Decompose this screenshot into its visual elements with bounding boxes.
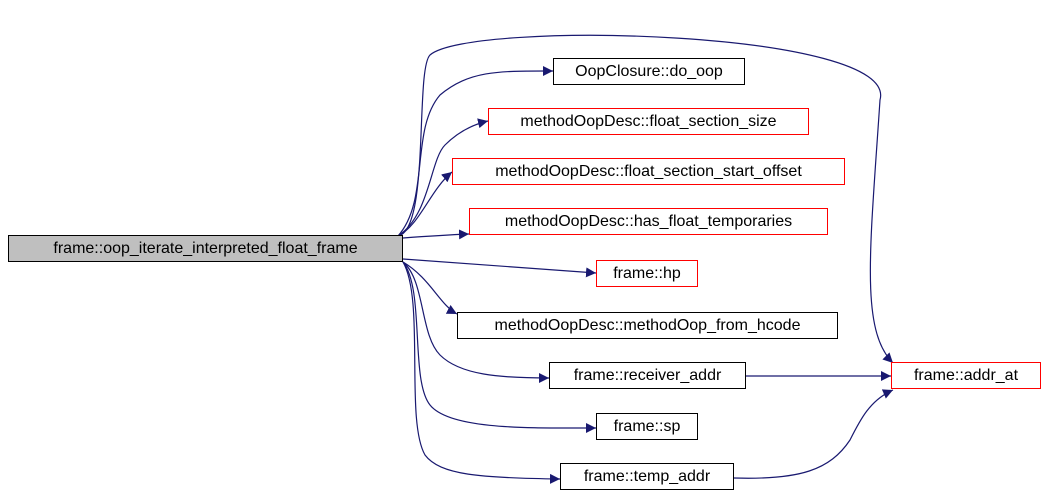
- edge-root-to-sp: [402, 261, 597, 434]
- edge-root-to-has-float-temporaries: [402, 229, 470, 240]
- node-methodoop-from-hcode[interactable]: methodOopDesc::methodOop_from_hcode: [457, 312, 838, 339]
- node-frame-receiver-addr[interactable]: frame::receiver_addr: [549, 362, 746, 389]
- node-has-float-temporaries[interactable]: methodOopDesc::has_float_temporaries: [469, 208, 828, 235]
- edge-root-to-do-oop: [397, 65, 554, 237]
- edge-root-to-float-section-size: [397, 118, 489, 237]
- node-frame-hp[interactable]: frame::hp: [596, 260, 698, 287]
- node-frame-temp-addr[interactable]: frame::temp_addr: [560, 463, 734, 490]
- node-float-section-size[interactable]: methodOopDesc::float_section_size: [488, 108, 809, 135]
- edge-root-to-float-section-start-offset: [397, 171, 453, 237]
- edge-root-to-receiver-addr: [402, 261, 550, 383]
- node-float-section-start-offset[interactable]: methodOopDesc::float_section_start_offse…: [452, 158, 845, 185]
- edge-temp-addr-to-addr-at: [733, 389, 894, 479]
- edge-root-to-methodoop-from-hcode: [402, 261, 458, 315]
- edge-root-to-hp: [402, 258, 597, 278]
- edge-root-to-temp-addr: [402, 261, 561, 484]
- edge-root-to-addr-at: [397, 34, 894, 364]
- node-oopclosure-do-oop[interactable]: OopClosure::do_oop: [553, 58, 745, 85]
- node-oop-iterate-interpreted-float-frame[interactable]: frame::oop_iterate_interpreted_float_fra…: [8, 235, 403, 262]
- node-frame-addr-at[interactable]: frame::addr_at: [891, 362, 1041, 389]
- node-frame-sp[interactable]: frame::sp: [596, 413, 698, 440]
